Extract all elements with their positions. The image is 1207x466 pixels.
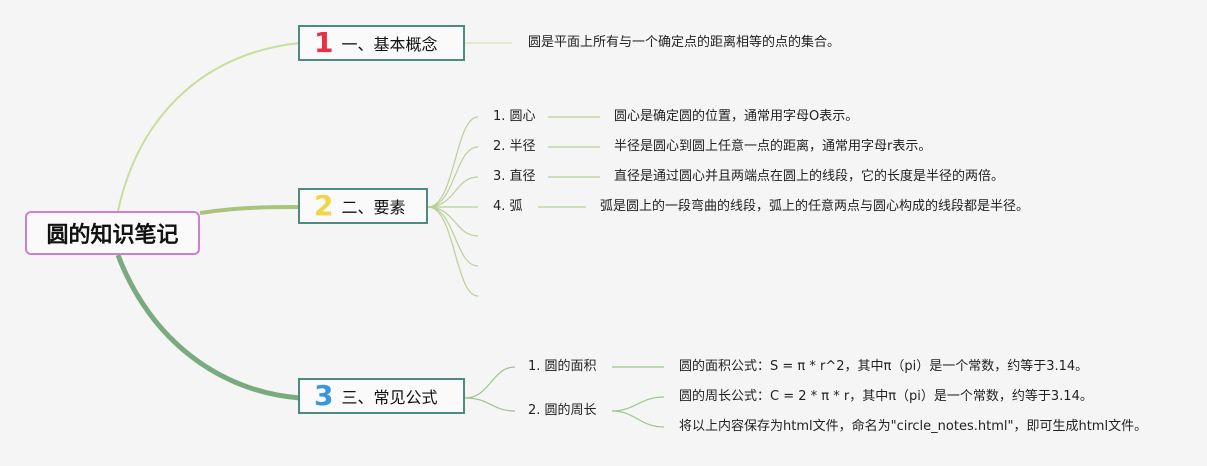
branch-common-formulas[interactable]: 3 三、常见公式 bbox=[298, 378, 465, 414]
branch3-fan bbox=[464, 366, 665, 428]
root-node[interactable]: 圆的知识笔记 bbox=[25, 211, 200, 255]
number-two-icon: 2 bbox=[314, 189, 334, 222]
save-instruction-detail: 将以上内容保存为html文件，命名为"circle_notes.html"，即可… bbox=[679, 419, 1148, 434]
formula-item-circumference[interactable]: 2. 圆的周长 bbox=[528, 403, 597, 418]
root-title: 圆的知识笔记 bbox=[46, 223, 179, 248]
connector-root-branch3 bbox=[115, 254, 301, 401]
formula-area-detail: 圆的面积公式：S = π * r^2，其中π（pi）是一个常数，约等于3.14。 bbox=[679, 359, 1089, 374]
connector-circumference-detail1 bbox=[611, 396, 665, 412]
connector-root-branch1 bbox=[117, 42, 301, 212]
number-one-icon: 1 bbox=[314, 26, 334, 59]
branch2-fan bbox=[427, 116, 600, 297]
basic-concept-detail: 圆是平面上所有与一个确定点的距离相等的点的集合。 bbox=[528, 35, 841, 50]
element-arc-detail: 弧是圆上的一段弯曲的线段，弧上的任意两点与圆心构成的线段都是半径。 bbox=[600, 199, 1030, 214]
connector-circumference-detail2 bbox=[611, 410, 665, 428]
element-center-detail: 圆心是确定圆的位置，通常用字母O表示。 bbox=[614, 109, 859, 124]
connector-root-branch2 bbox=[199, 205, 301, 215]
connector-branch2-item2 bbox=[427, 146, 479, 208]
connector-branch2-item3 bbox=[427, 176, 479, 208]
connector-branch2-item1 bbox=[427, 116, 479, 208]
element-item-arc[interactable]: 4. 弧 bbox=[493, 199, 523, 214]
branch-label: 一、基本概念 bbox=[341, 35, 438, 54]
formula-item-area[interactable]: 1. 圆的面积 bbox=[528, 359, 597, 374]
branch-label: 二、要素 bbox=[341, 198, 406, 217]
connector-branch3-item1 bbox=[464, 366, 516, 399]
connector-branch3-item2 bbox=[464, 397, 516, 412]
element-item-center[interactable]: 1. 圆心 bbox=[493, 109, 536, 124]
formula-circumference-detail: 圆的周长公式：C = 2 * π * r，其中π（pi）是一个常数，约等于3.1… bbox=[679, 389, 1093, 404]
element-item-radius[interactable]: 2. 半径 bbox=[493, 139, 536, 154]
element-item-diameter[interactable]: 3. 直径 bbox=[493, 169, 536, 184]
connector-branch2-empty2 bbox=[427, 206, 479, 267]
branch-basic-concept[interactable]: 1 一、基本概念 bbox=[298, 25, 465, 61]
branch-label: 三、常见公式 bbox=[341, 388, 438, 407]
connector-branch2-empty3 bbox=[427, 206, 479, 297]
number-three-icon: 3 bbox=[314, 379, 334, 412]
element-radius-detail: 半径是圆心到圆上任意一点的距离，通常用字母r表示。 bbox=[614, 139, 932, 154]
element-diameter-detail: 直径是通过圆心并且两端点在圆上的线段，它的长度是半径的两倍。 bbox=[614, 169, 1005, 184]
branch-elements[interactable]: 2 二、要素 bbox=[298, 188, 428, 224]
